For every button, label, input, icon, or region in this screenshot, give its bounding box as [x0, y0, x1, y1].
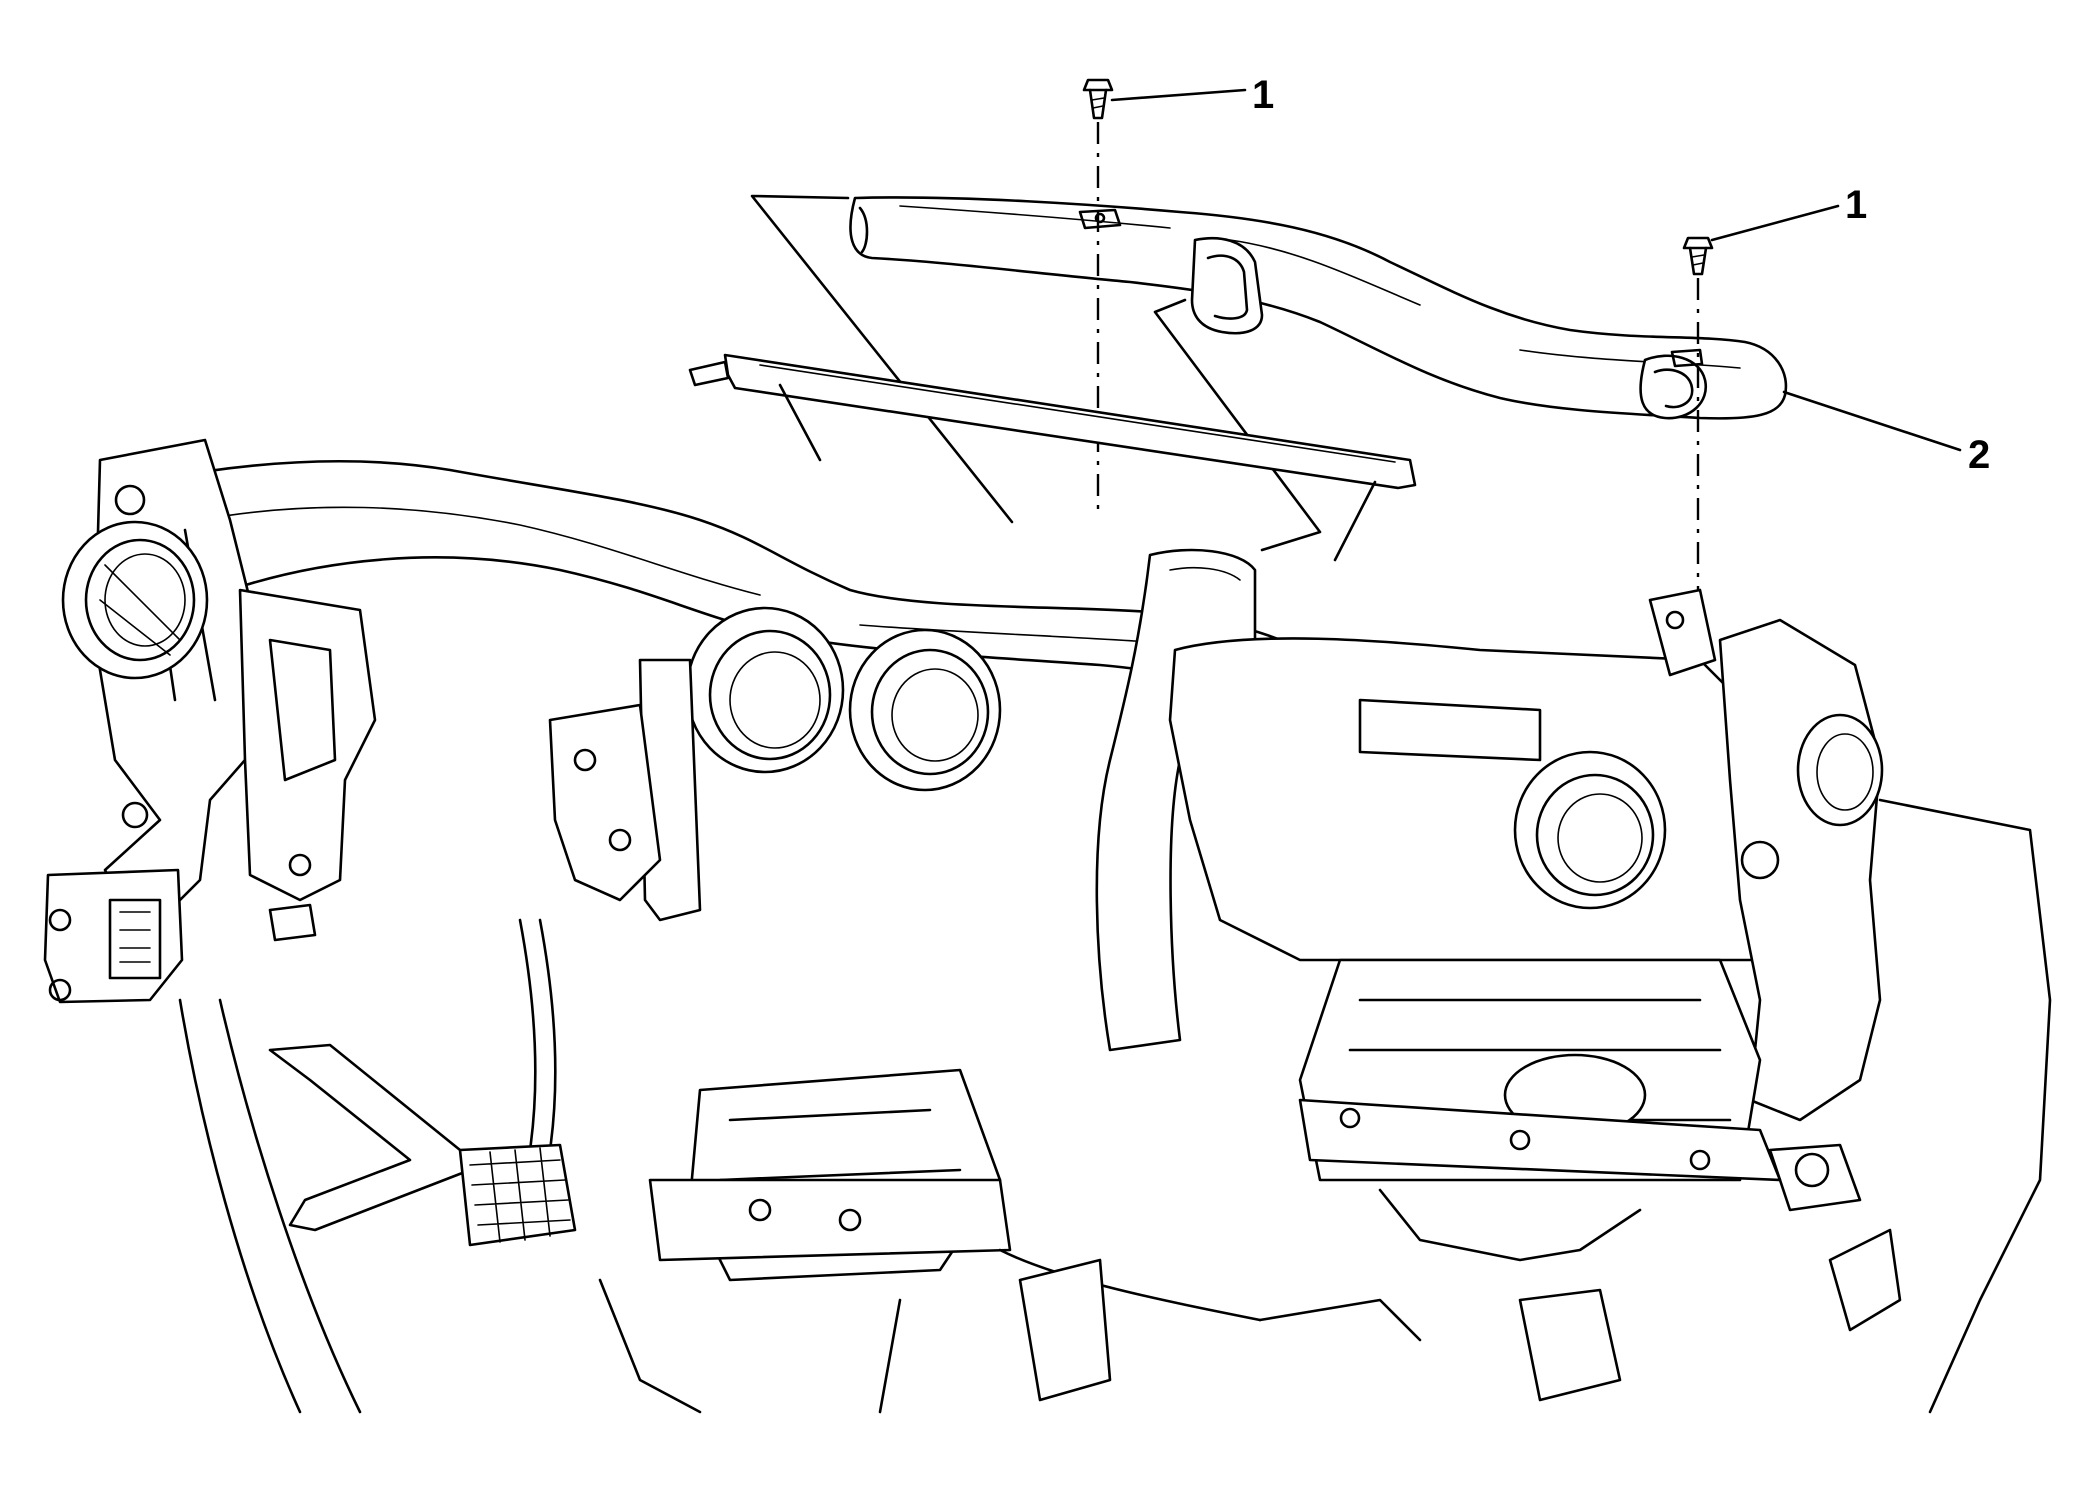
alignment-lines — [1096, 122, 1700, 680]
instrument-panel-carrier — [43, 353, 1884, 1402]
body-structure — [178, 798, 2052, 1414]
screw-right — [1682, 236, 1714, 276]
callout-label-2: 2 — [1968, 433, 1990, 477]
screw-left — [1082, 78, 1114, 120]
defroster-duct — [849, 196, 1788, 420]
callout-leaders — [1110, 88, 1962, 452]
callout-label-1-left: 1 — [1252, 73, 1274, 117]
callout-label-1-right: 1 — [1845, 183, 1867, 227]
